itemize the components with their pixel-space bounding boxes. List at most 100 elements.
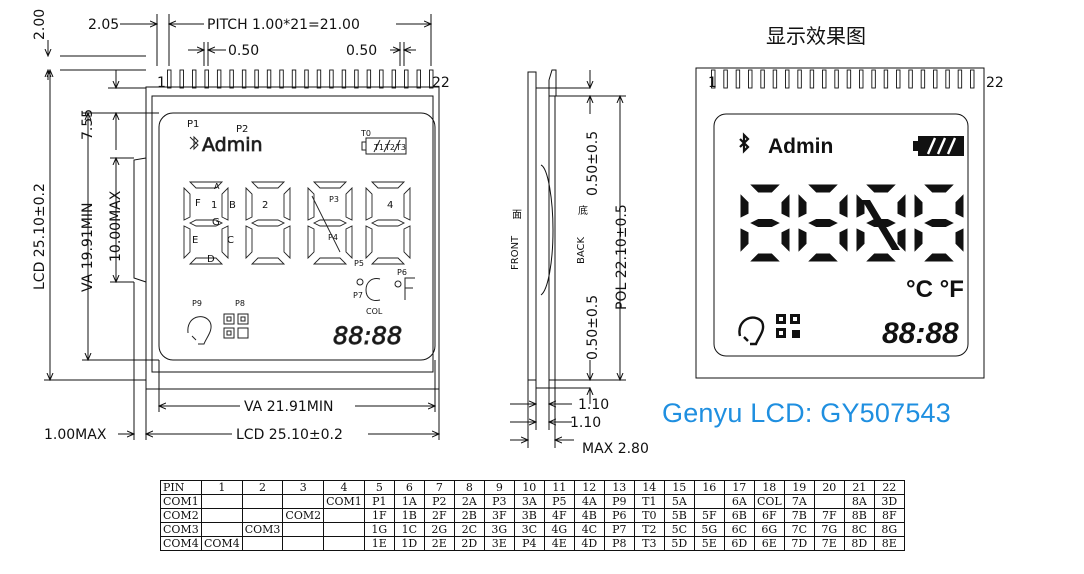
preview-qr-icon [776, 314, 800, 338]
digit-segment [245, 225, 253, 260]
digit-segment [183, 225, 191, 260]
pin-table-cell [693, 494, 725, 509]
front-view [133, 69, 440, 390]
pin-table-cell: 6E [753, 536, 785, 551]
digit-segment [797, 226, 808, 255]
pin-table-cell: 5G [693, 522, 725, 537]
pin [329, 69, 334, 89]
pin-table-cell: P6 [603, 508, 635, 523]
pin [429, 69, 434, 89]
digit-segment [345, 186, 353, 221]
pin [785, 69, 790, 89]
pin-table-cell: P3 [483, 494, 515, 509]
pin-table-cell: 1E [363, 536, 395, 551]
digit-segment [921, 252, 957, 263]
pin [354, 69, 359, 89]
pin [711, 69, 716, 89]
dim-pol-top: 0.50±0.5 [585, 131, 601, 196]
pin-table-cell: 1B [393, 508, 425, 523]
dim-pin-width-a: 0.50 [228, 43, 259, 59]
pin-table-cell: 8E [873, 536, 905, 551]
preview-title: 显示效果图 [766, 24, 866, 48]
face-icon [187, 316, 212, 345]
pin-table-cell: COM2 [282, 508, 325, 523]
pin-last-label: 22 [432, 75, 450, 91]
pin-table-cell: PIN [160, 480, 202, 495]
digit-segment [312, 181, 348, 189]
pin [266, 69, 272, 89]
label-p5: P5 [354, 259, 364, 268]
pin [970, 69, 975, 89]
pin-table-cell: 19 [783, 480, 815, 495]
pin-table-cell: 5 [363, 480, 395, 495]
label-front: FRONT [510, 235, 521, 270]
qr-icon [223, 313, 249, 339]
digit-segment [365, 225, 373, 260]
dim-2-05: 2.05 [88, 17, 119, 33]
pin-table-cell: 12 [573, 480, 605, 495]
digit-segment [312, 257, 348, 265]
digit-segment [739, 191, 750, 220]
pin-table-cell: P9 [603, 494, 635, 509]
pin-table-cell: 14 [633, 480, 665, 495]
preview-units: °C °F [906, 276, 964, 303]
pin-table-cell: 4A [573, 494, 605, 509]
pin-table-cell: 1F [363, 508, 395, 523]
pin-table-cell: 13 [603, 480, 635, 495]
digit-segment [370, 257, 406, 265]
digit-segment [283, 186, 291, 221]
pin-table-cell: 6A [723, 494, 755, 509]
pin-table-cell: 2B [453, 508, 485, 523]
pin [304, 69, 309, 89]
pin [229, 69, 234, 89]
pin-table-cell: 7F [813, 508, 845, 523]
side-view [510, 69, 626, 448]
pin-table-cell: 8A [843, 494, 875, 509]
label-seg-g: G [212, 217, 220, 228]
pin-table-cell: COM4 [201, 536, 243, 551]
pin-table-cell: 1 [201, 480, 243, 495]
label-p2: P2 [236, 124, 248, 135]
pin-table-cell: 4B [573, 508, 605, 523]
digit-segment [913, 191, 924, 220]
pin-table-cell [201, 494, 243, 509]
digit-segment [307, 186, 315, 221]
digit-segment [797, 191, 808, 220]
fahrenheit-icon [404, 277, 415, 300]
pin [192, 69, 197, 89]
label-p7: P7 [353, 291, 363, 300]
digit-diagonal [311, 195, 341, 253]
label-seg-c: C [227, 235, 234, 246]
label-front-cn: 面 [512, 210, 522, 221]
digit-segment [863, 252, 899, 263]
pin [760, 69, 765, 89]
pin [871, 69, 876, 89]
preview-display: Admin °C °F 88:88 [738, 132, 965, 350]
pin-header [167, 69, 434, 89]
digit-segment [838, 191, 849, 220]
pin-table-cell [241, 508, 284, 523]
pin-table-cell [241, 494, 284, 509]
pin-table-cell: 5F [693, 508, 725, 523]
pin-table-cell: 16 [693, 480, 725, 495]
pin-table-cell: 6F [753, 508, 785, 523]
pin-table-cell: T0 [633, 508, 665, 523]
pin [254, 69, 259, 89]
pin-table-cell: 8G [873, 522, 905, 537]
pin-table-cell: 5E [693, 536, 725, 551]
pin-table-cell [813, 494, 845, 509]
pin-table-cell: 21 [843, 480, 875, 495]
pin-table-cell: 5D [663, 536, 695, 551]
side-tab [133, 157, 147, 283]
pin-table-cell [201, 508, 243, 523]
pin-table-cell: P1 [363, 494, 395, 509]
pin-table-cell: 2F [423, 508, 455, 523]
pin-table-cell: 3G [483, 522, 515, 537]
pin-table-cell: 6C [723, 522, 755, 537]
lcd-outline [145, 86, 440, 390]
pin-table-cell: 1D [393, 536, 425, 551]
pin-table-cell: 8B [843, 508, 875, 523]
technical-drawing: 1 22 P1 P2 Admin T0 T1 T2 T3 A B [32, 9, 1004, 457]
pin-table-cell: T1 [633, 494, 665, 509]
